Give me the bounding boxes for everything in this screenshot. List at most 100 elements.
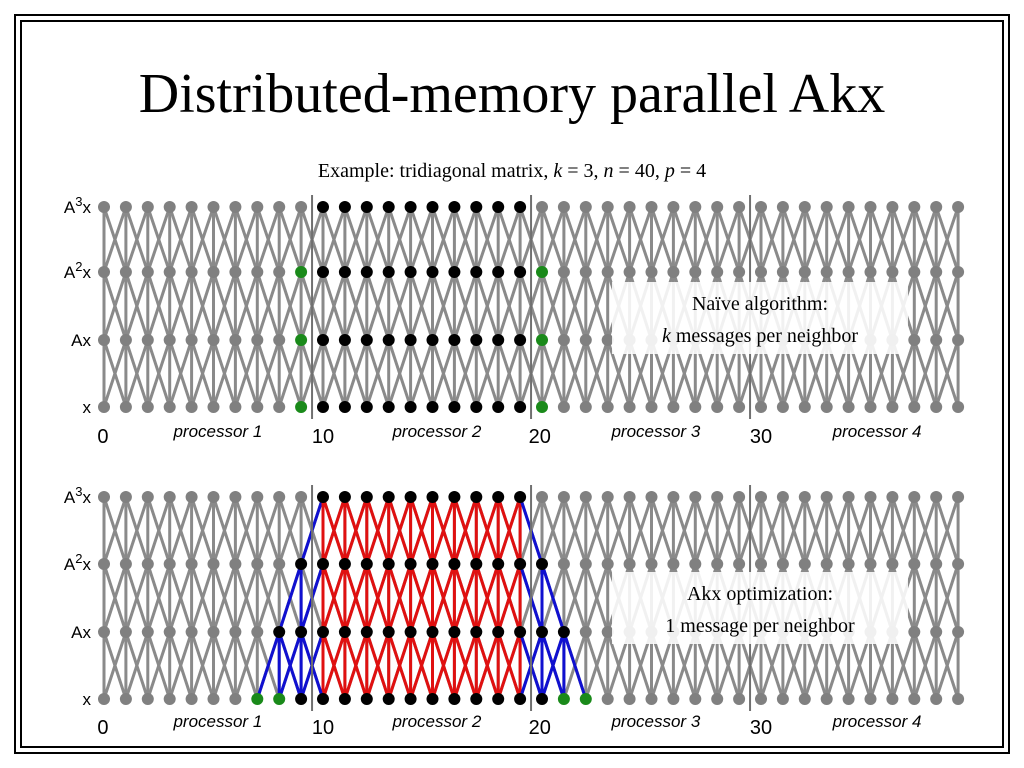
- graph-node: [251, 693, 264, 705]
- graph-node: [755, 693, 767, 705]
- graph-node: [338, 558, 351, 570]
- graph-node: [930, 558, 943, 570]
- graph-edge: [606, 339, 632, 408]
- graph-node: [798, 266, 811, 278]
- graph-node: [317, 491, 329, 503]
- graph-node: [185, 693, 198, 705]
- graph-edge: [146, 339, 172, 408]
- subtitle-k-val: = 3,: [562, 160, 604, 182]
- processor-label: processor 3: [610, 712, 700, 731]
- graph-node: [579, 693, 592, 705]
- graph-node: [623, 693, 636, 705]
- graph-edge: [825, 496, 851, 565]
- graph-node: [229, 201, 242, 213]
- graph-node: [185, 558, 198, 570]
- graph-edge: [496, 339, 522, 408]
- graph-node: [207, 266, 220, 278]
- dependency-edge: [452, 563, 478, 633]
- graph-node: [952, 334, 965, 346]
- graph-node: [536, 626, 548, 638]
- graph-edge: [781, 496, 807, 565]
- graph-edge: [650, 496, 675, 565]
- graph-edge: [387, 206, 413, 273]
- graph-node: [667, 693, 680, 705]
- graph-node: [733, 491, 746, 503]
- processor-label: processor 4: [832, 712, 922, 731]
- graph-node: [338, 491, 351, 503]
- graph-edge: [584, 563, 610, 633]
- graph-node: [338, 201, 351, 213]
- graph-node: [667, 491, 680, 503]
- graph-node: [382, 693, 395, 705]
- graph-node: [842, 491, 855, 503]
- graph-edge: [365, 339, 391, 408]
- graph-node: [536, 201, 548, 213]
- graph-node: [536, 491, 548, 503]
- graph-node: [864, 491, 877, 503]
- graph-edge: [912, 631, 938, 700]
- graph-edge: [277, 339, 303, 408]
- graph-node: [645, 558, 658, 570]
- graph-node: [207, 201, 220, 213]
- graph-edge: [671, 206, 697, 273]
- graph-node: [842, 693, 855, 705]
- dependency-edge: [474, 631, 500, 700]
- graph-node: [492, 558, 505, 570]
- graph-node: [623, 491, 636, 503]
- graph-node: [776, 266, 789, 278]
- graph-node: [711, 401, 724, 413]
- graph-node: [514, 491, 527, 503]
- graph-node: [711, 558, 724, 570]
- graph-node: [163, 201, 176, 213]
- graph-node: [273, 266, 286, 278]
- graph-node: [404, 401, 417, 413]
- graph-node: [755, 558, 767, 570]
- graph-edge: [759, 496, 785, 565]
- graph-node: [251, 491, 264, 503]
- graph-node: [908, 558, 921, 570]
- graph-edge: [146, 563, 172, 633]
- subtitle-n-val: = 40,: [613, 160, 665, 182]
- graph-node: [733, 266, 746, 278]
- graph-node: [470, 491, 483, 503]
- graph-node: [251, 626, 264, 638]
- graph-node: [382, 201, 395, 213]
- graph-edge: [431, 339, 456, 408]
- row-label: x: [83, 690, 92, 709]
- graph-node: [711, 201, 724, 213]
- graph-edge: [431, 206, 456, 273]
- graph-node: [470, 626, 483, 638]
- processor-label: processor 1: [172, 422, 262, 441]
- graph-node: [470, 401, 483, 413]
- graph-node: [536, 558, 548, 570]
- graph-node: [601, 626, 614, 638]
- graph-node: [601, 401, 614, 413]
- graph-node: [404, 334, 417, 346]
- graph-node: [141, 334, 154, 346]
- graph-edge: [233, 631, 259, 700]
- graph-node: [755, 491, 767, 503]
- graph-node: [404, 201, 417, 213]
- graph-node: [382, 626, 395, 638]
- graph-node: [733, 401, 746, 413]
- graph-node: [207, 558, 220, 570]
- graph-node: [338, 334, 351, 346]
- graph-node: [930, 266, 943, 278]
- graph-node: [557, 491, 570, 503]
- graph-node: [360, 401, 373, 413]
- graph-edge: [212, 339, 237, 408]
- graph-node: [426, 626, 439, 638]
- graph-node: [711, 266, 724, 278]
- graph-node: [119, 626, 132, 638]
- dependency-edge: [496, 631, 522, 700]
- graph-node: [755, 266, 767, 278]
- graph-edge: [869, 206, 894, 273]
- graph-node: [689, 201, 702, 213]
- graph-node: [579, 558, 592, 570]
- dependency-edge: [321, 631, 347, 700]
- graph-edge: [365, 271, 391, 341]
- graph-edge: [890, 496, 916, 565]
- graph-edge: [562, 563, 588, 633]
- graph-node: [492, 401, 505, 413]
- note-line-1: Akx optimization:: [687, 583, 833, 605]
